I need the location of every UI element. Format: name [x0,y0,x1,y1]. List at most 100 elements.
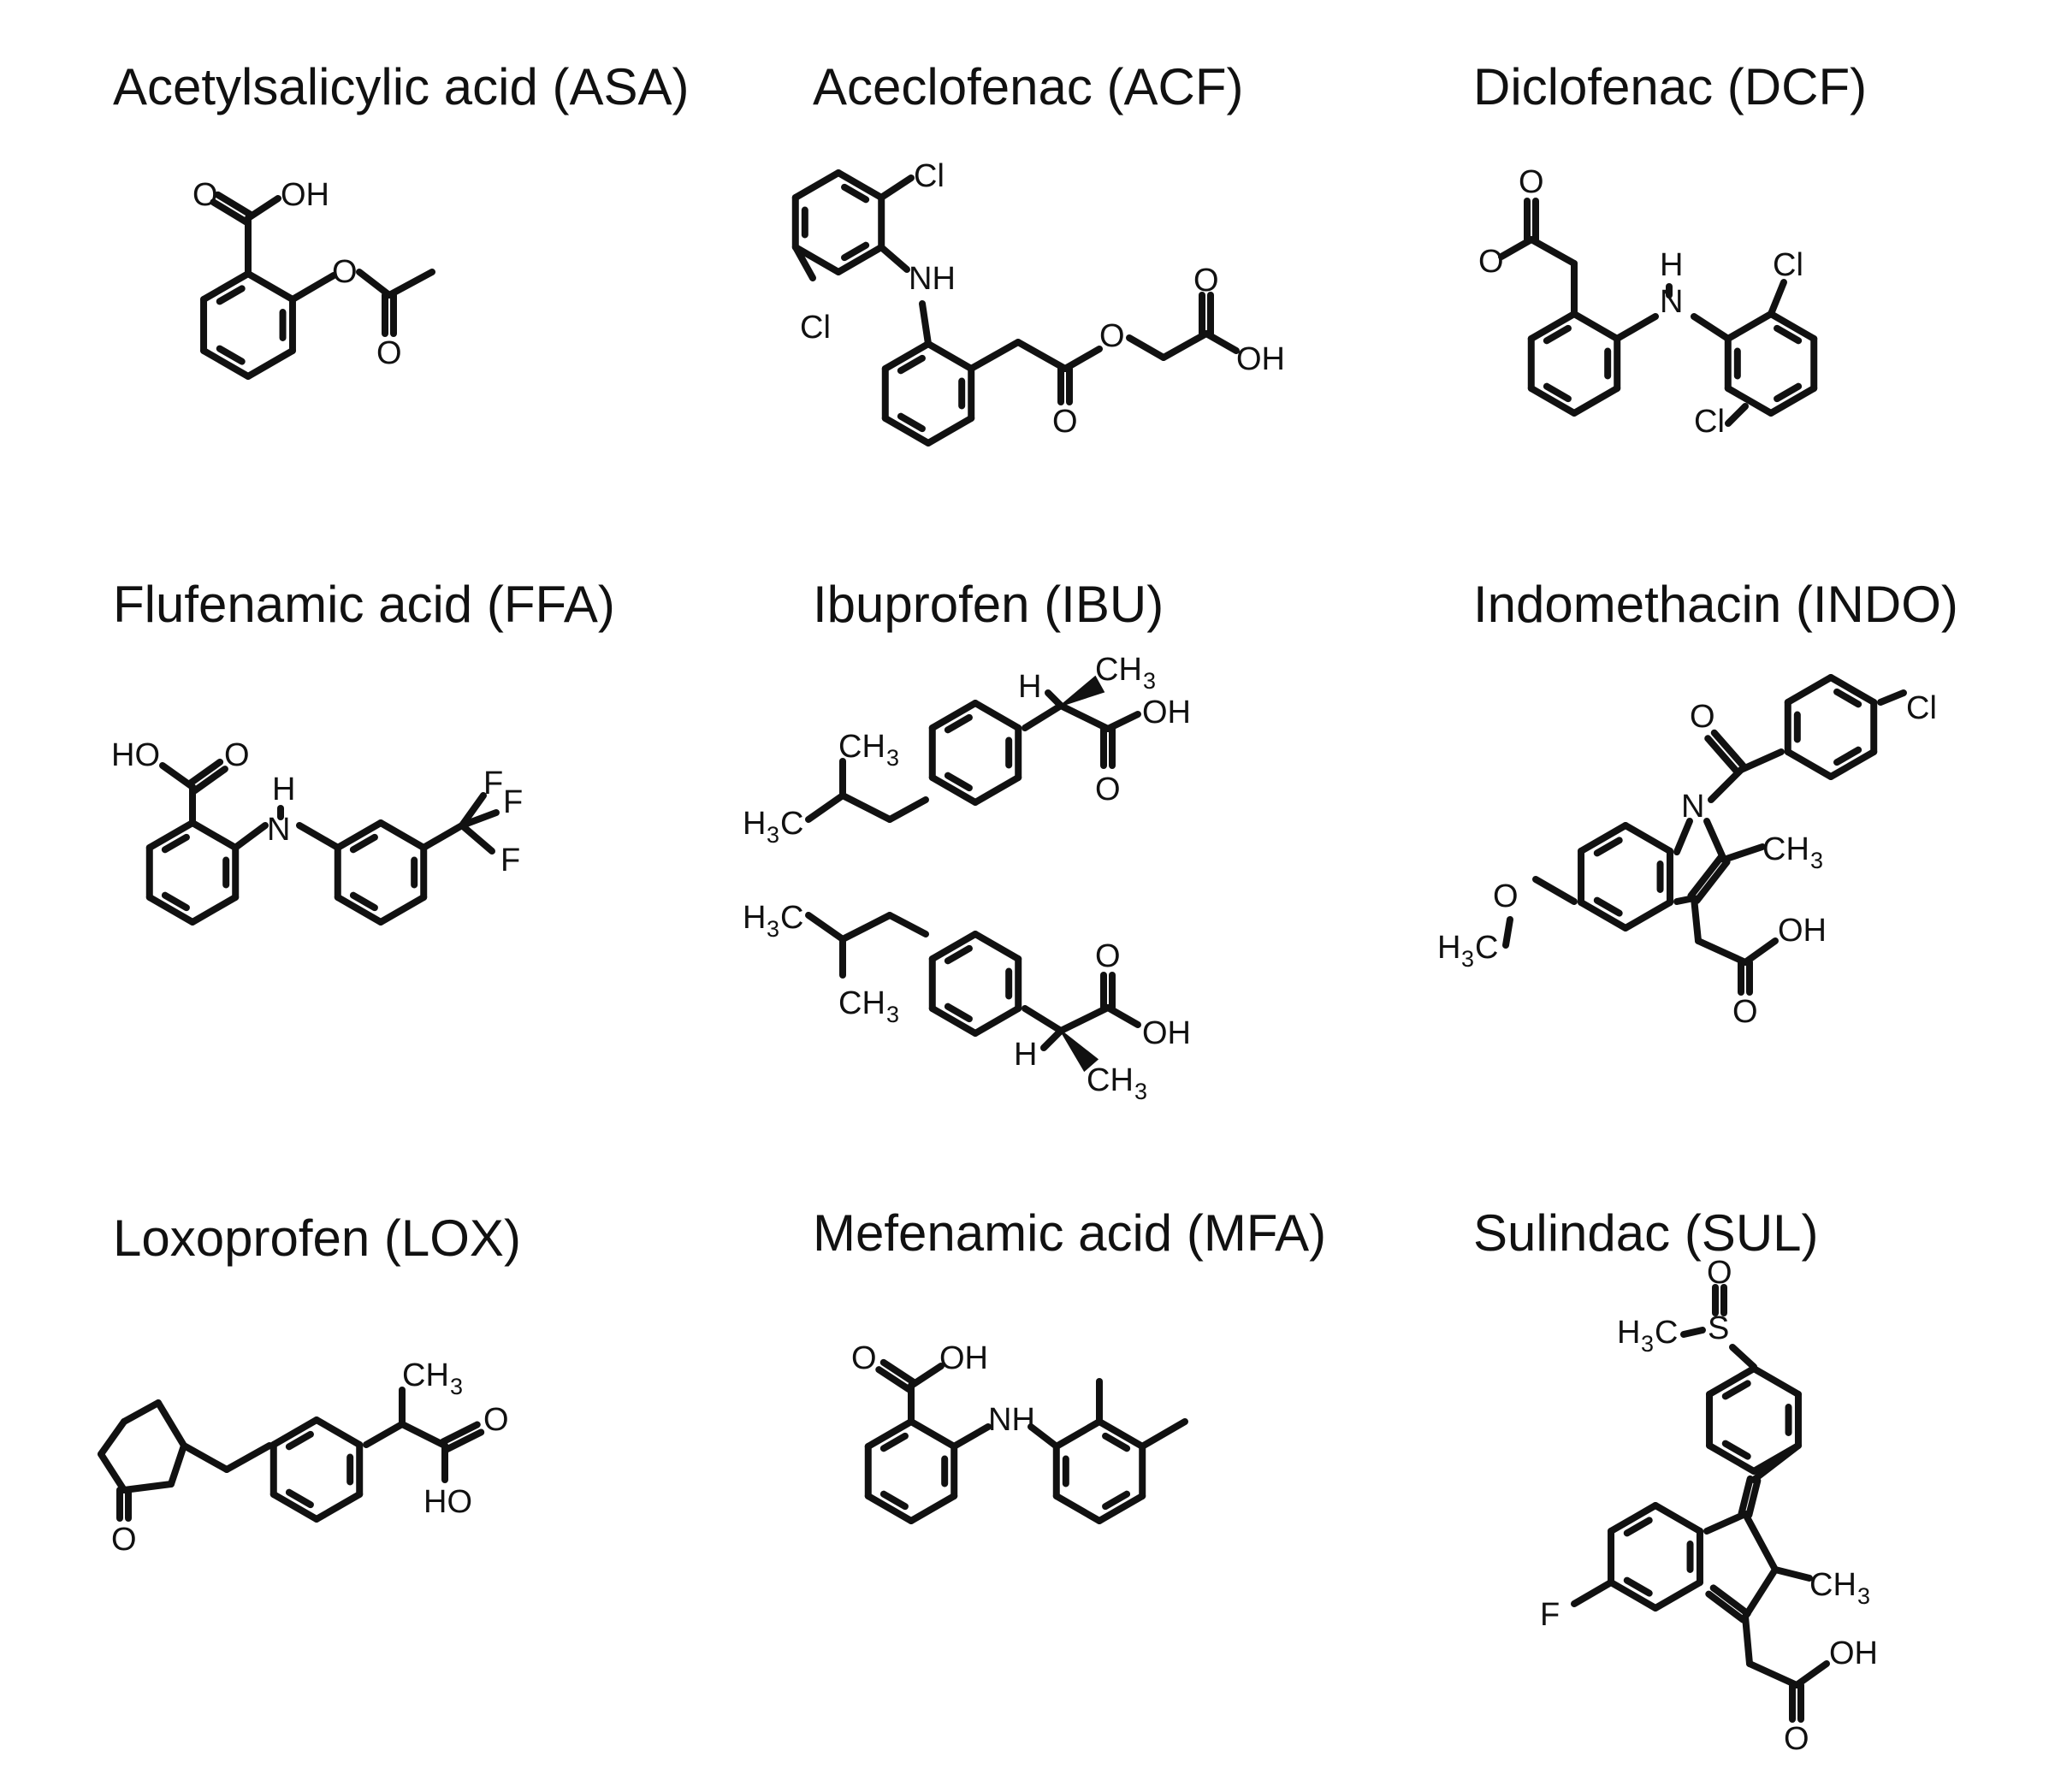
ring-bond [1527,310,1578,342]
ring-bond [1052,1418,1103,1450]
ring-bond [925,415,975,447]
wedge-bond [1060,1030,1099,1073]
atom-label: O [1519,164,1544,200]
atom-label: Cl [914,158,945,194]
subscript-3: 3 [886,1002,899,1027]
ring-bond [1706,1365,1757,1398]
bond [1614,313,1659,342]
ring-bond [1608,1579,1659,1612]
bond [950,1423,992,1450]
double-bond [875,1366,913,1393]
ring-bond [1622,822,1673,855]
atom-label: O [332,254,358,290]
bond [878,244,910,273]
ring-bond [377,819,428,851]
wedge-bond [1060,675,1105,707]
aromatic-inner-bond [841,183,870,204]
methyl-label: H [743,900,766,936]
bond [459,822,495,855]
bond [420,822,465,851]
bond [363,1421,406,1448]
atom-label: O [1099,318,1125,354]
bond [223,1442,273,1473]
methyl-label: H [743,806,766,842]
atom-label: OH [1142,695,1191,730]
ring-bond [928,1005,979,1037]
subscript-3: 3 [1461,946,1474,972]
bond [908,1363,945,1389]
compound-title-ibu: Ibuprofen (IBU) [813,576,1164,633]
ring-bond [1750,1365,1802,1398]
bond [1720,843,1766,863]
aromatic-inner-bond [161,833,190,854]
aromatic-inner-bond [944,1002,973,1023]
ring-bond [972,774,1022,806]
ring-bond [1052,1493,1103,1524]
atom-label: H [1660,247,1683,283]
ring-bond [334,894,384,926]
atom-label: H [272,772,295,807]
bond [886,912,929,937]
methyl-label: CH [1095,652,1142,688]
atom-label: OH [1236,341,1285,377]
atom-label: Cl [1773,247,1803,283]
bond [1708,766,1744,803]
bond [155,1399,187,1449]
ring-bond [1096,1493,1146,1524]
ring-bond [928,774,979,806]
ring-bond [881,415,932,447]
atom-label: Cl [800,310,831,346]
bond [399,1421,448,1449]
double-bond [1709,1584,1751,1618]
ring-bond [1768,385,1818,417]
aromatic-inner-bond [1593,896,1623,917]
aromatic-inner-bond [1623,1576,1653,1597]
methyl-label: CH [402,1357,449,1393]
atom-label: HO [111,737,160,773]
double-bond [1705,1590,1747,1623]
subscript-3: 3 [1134,1079,1147,1104]
ring-bond [1784,674,1834,706]
bond [805,912,846,943]
bond [232,822,269,851]
bond [839,912,893,943]
aromatic-inner-bond [161,891,190,912]
bond [1725,403,1749,427]
bond [919,300,932,347]
atom-label: O [192,177,218,213]
ring-bond [908,1493,958,1524]
double-bond [879,1358,917,1386]
bond [805,792,846,823]
bond [1062,346,1103,372]
compound-title-ffa: Flufenamic acid (FFA) [113,576,615,633]
atom-label: F [500,843,520,878]
ring-bond [245,347,296,380]
methyl-label: C [1475,930,1498,966]
bond [1703,1511,1749,1535]
atom-label: O [224,737,250,773]
atom-label: OH [939,1340,988,1376]
aromatic-inner-bond [1774,382,1803,403]
bond [1691,895,1702,944]
ring-bond [1571,310,1621,342]
ring-bond [313,1491,364,1523]
subscript-3: 3 [1143,668,1156,694]
atom-label: O [1784,1721,1809,1757]
double-bond [439,1421,481,1446]
double-bond [1710,729,1748,771]
methyl-label: CH [838,985,885,1021]
ring-bond [835,169,885,201]
methyl-label: C [780,900,803,936]
double-bond [443,1428,485,1453]
bond [1126,334,1167,361]
bond [386,269,435,299]
methyl-label: CH [1087,1062,1134,1098]
double-bond [191,766,228,795]
aromatic-inner-bond [944,713,973,734]
bond [1742,1511,1779,1573]
atom-label: O [1478,244,1504,280]
